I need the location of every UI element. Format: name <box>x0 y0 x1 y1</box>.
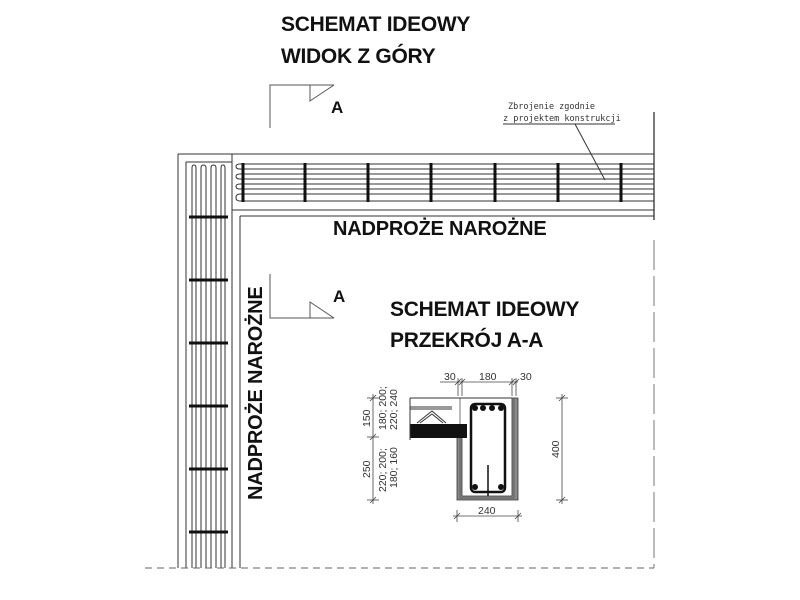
section-marker-bottom <box>269 274 335 319</box>
section-marker-bottom-label: A <box>333 287 345 306</box>
annotation-line2: z projektem konstrukcji <box>503 114 621 124</box>
dim-left-upper: 150 <box>361 409 373 427</box>
top-view-title-line2: WIDOK Z GÓRY <box>281 44 436 68</box>
vertical-lintel-stirrups <box>189 215 228 534</box>
dim-top-middle: 180 <box>479 371 497 383</box>
section-title-line1: SCHEMAT IDEOWY <box>390 298 579 321</box>
dim-slab-upper-2: 220; 240 <box>388 389 400 430</box>
top-view-title-line1: SCHEMAT IDEOWY <box>281 13 470 36</box>
vertical-lintel <box>177 154 241 568</box>
dimension-lines <box>367 378 568 522</box>
annotation-line1: Zbrojenie zgodnie <box>508 102 595 112</box>
horizontal-lintel <box>178 112 655 220</box>
dim-top-right: 30 <box>520 371 532 383</box>
dim-left-lower: 250 <box>361 460 373 478</box>
annotation-leader <box>503 123 615 181</box>
vertical-lintel-label: NADPROŻE NAROŻNE <box>244 287 267 500</box>
dim-right-height: 400 <box>550 440 562 458</box>
section-detail <box>409 397 519 501</box>
section-marker-top-label: A <box>331 98 343 117</box>
dim-slab-lower-2: 180; 160 <box>388 447 400 488</box>
section-marker-top <box>269 84 335 128</box>
dim-bottom-width: 240 <box>478 505 496 517</box>
horizontal-lintel-label: NADPROŻE NAROŻNE <box>333 217 546 240</box>
horizontal-lintel-stirrups <box>241 163 623 202</box>
dim-top-left: 30 <box>444 371 456 383</box>
dim-slab-upper-1: 180; 200; <box>377 386 389 430</box>
dim-slab-lower-1: 220; 200; <box>377 448 389 492</box>
section-title-line2: PRZEKRÓJ A-A <box>390 328 543 352</box>
